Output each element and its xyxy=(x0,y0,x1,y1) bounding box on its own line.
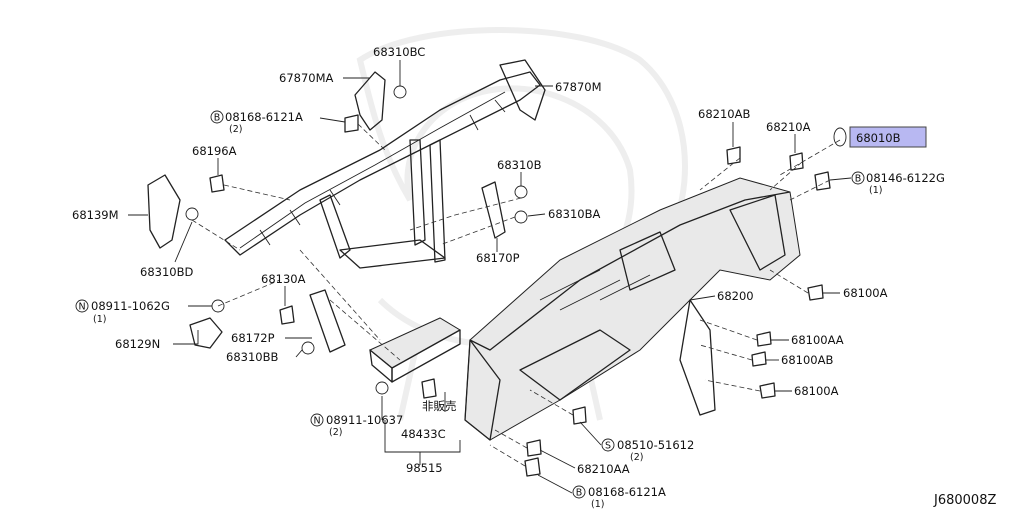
bracket-68172p xyxy=(309,289,346,353)
label-68172p: 68172P xyxy=(231,331,275,345)
label-08168-bot: 08168-6121A xyxy=(588,485,666,499)
label-68310bd: 68310BD xyxy=(140,265,193,279)
diagram-id: J680008Z xyxy=(933,493,996,508)
bracket-68139m xyxy=(147,174,181,249)
airbag-module xyxy=(369,317,461,383)
label-08168-top-qty: (2) xyxy=(229,124,242,135)
label-68100a-2: 68100A xyxy=(794,384,839,398)
prefix-b-icon: B xyxy=(214,113,221,124)
label-68139m: 68139M xyxy=(72,208,119,222)
label-08911-10637-qty: (2) xyxy=(329,427,342,438)
label-68310bc: 68310BC xyxy=(373,45,425,59)
prefix-b-icon: B xyxy=(855,174,862,185)
prefix-b-icon: B xyxy=(576,488,583,499)
label-08911-1062g-qty: (1) xyxy=(93,314,106,325)
label-68010b: 68010B xyxy=(856,131,901,145)
label-68100aa: 68100AA xyxy=(791,333,844,347)
label-08146: 08146-6122G xyxy=(866,171,945,185)
label-68210aa: 68210AA xyxy=(577,462,630,476)
label-48433c: 48433C xyxy=(401,427,446,441)
bracket-68129n xyxy=(189,317,223,349)
label-68100a-1: 68100A xyxy=(843,286,888,300)
prefix-markers: B B N N S B xyxy=(75,110,865,499)
label-67870ma: 67870MA xyxy=(279,71,334,85)
prefix-n-icon: N xyxy=(313,416,320,427)
label-68310bb: 68310BB xyxy=(226,350,278,364)
bracket-68170p xyxy=(481,181,506,239)
label-08146-qty: (1) xyxy=(869,185,882,196)
part-labels: 68310BC 67870MA 67870M 08168-6121A (2) 6… xyxy=(72,45,996,510)
leader-lines xyxy=(128,60,852,494)
label-68130a: 68130A xyxy=(261,272,306,286)
steering-member xyxy=(224,59,546,269)
label-08168-bot-qty: (1) xyxy=(591,499,604,510)
label-67870m: 67870M xyxy=(555,80,602,94)
label-68129n: 68129N xyxy=(115,337,160,351)
label-hanbai: 非販売 xyxy=(422,399,457,413)
label-08911-10637: 08911-10637 xyxy=(326,413,403,427)
label-08510: 08510-51612 xyxy=(617,438,694,452)
label-68100ab: 68100AB xyxy=(781,353,833,367)
label-68310ba: 68310BA xyxy=(548,207,600,221)
label-08911-1062g: 08911-1062G xyxy=(91,299,170,313)
label-08510-qty: (2) xyxy=(630,452,643,463)
prefix-n-icon: N xyxy=(78,302,85,313)
label-68210a: 68210A xyxy=(766,120,811,134)
label-68210ab: 68210AB xyxy=(698,107,750,121)
label-68170p: 68170P xyxy=(476,251,520,265)
dashed-connectors xyxy=(191,123,841,467)
prefix-s-icon: S xyxy=(605,441,611,452)
label-08168-top: 08168-6121A xyxy=(225,110,303,124)
label-68200: 68200 xyxy=(717,289,754,303)
label-68196a: 68196A xyxy=(192,144,237,158)
highlight-box-68010b xyxy=(849,126,927,148)
label-68310b: 68310B xyxy=(497,158,542,172)
fasteners xyxy=(185,85,847,477)
instrument-panel xyxy=(464,177,801,441)
label-98515: 98515 xyxy=(406,461,443,475)
